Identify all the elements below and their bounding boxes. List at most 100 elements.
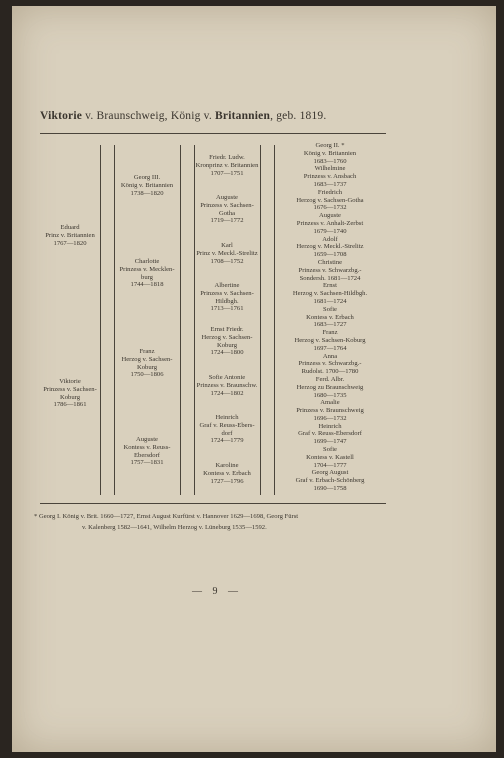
ancestor-dates: 1680—1735 bbox=[313, 391, 347, 399]
ancestor-name: Eduard bbox=[60, 224, 80, 231]
ancestor-title: Gotha bbox=[218, 209, 236, 217]
ancestor-karoline: Karoline Kontess v. Erbach 1727—1796 bbox=[194, 462, 260, 485]
ancestor-name: Karl bbox=[221, 242, 233, 249]
ancestor-dates: 1786—1861 bbox=[53, 401, 87, 409]
ancestor-name: Ernst bbox=[323, 282, 337, 290]
ancestor-title: Prinzess v. Braunschw. bbox=[196, 381, 258, 389]
ancestor-name: Sofie bbox=[323, 446, 337, 454]
ancestor-name: Christine bbox=[317, 258, 343, 266]
ancestor-title: König v. Britannien bbox=[303, 149, 357, 157]
ancestor-title: Hildbgh. bbox=[215, 297, 239, 305]
table-top-rule bbox=[40, 133, 386, 134]
ancestor-title: Prinz v. Britannien bbox=[45, 231, 95, 239]
ancestor-franz: Franz Herzog v. Sachsen- Koburg 1750—180… bbox=[114, 348, 180, 379]
ancestor-title: Herzog v. Sachsen-Koburg bbox=[294, 336, 366, 344]
ancestor-title: Kontess v. Erbach bbox=[203, 469, 251, 477]
ancestor-name: Karoline bbox=[215, 462, 239, 469]
ancestor-title: Koburg bbox=[59, 393, 81, 401]
ancestor-title: Graf v. Reuss-Ebersdorf bbox=[298, 430, 362, 438]
ancestor-dates: 1697—1764 bbox=[313, 344, 347, 352]
ancestor-name: Heinrich bbox=[215, 414, 239, 421]
ancestor-dates: 1767—1820 bbox=[53, 239, 87, 247]
ancestor-title: Prinzess v. Anhalt-Zerbst bbox=[296, 219, 364, 227]
ancestor-name: Charlotte bbox=[134, 258, 160, 265]
ancestor-dates: 1690—1758 bbox=[313, 485, 347, 493]
ancestor-title: Herzog zu Braunschweig bbox=[296, 383, 364, 391]
ancestor-name: Anna bbox=[322, 352, 338, 360]
ancestor-dates: 1713—1761 bbox=[210, 305, 244, 313]
ancestor-dates: 1683—1760 bbox=[313, 157, 347, 165]
ancestor-dates: 1707—1751 bbox=[210, 169, 244, 177]
ancestor-dates: 1679—1740 bbox=[313, 227, 347, 235]
ancestor-title: Graf v. Reuss-Ebers- bbox=[199, 421, 255, 429]
ancestor-sofie-antonie: Sofie Antonie Prinzess v. Braunschw. 172… bbox=[194, 374, 260, 397]
ancestor-title: König v. Britannien bbox=[120, 181, 174, 189]
ancestor-dates: Rudolst. 1700—1780 bbox=[301, 368, 359, 376]
generation4-column: Georg II. * König v. Britannien 1683—176… bbox=[274, 142, 386, 493]
ancestor-name: Sofie bbox=[323, 305, 337, 313]
ancestor-name: Georg III. bbox=[133, 174, 161, 181]
ancestor-name: Wilhelmine bbox=[314, 165, 346, 173]
ancestor-title: Herzog v. Sachsen-Gotha bbox=[296, 196, 364, 204]
ancestor-name: Friedrich bbox=[317, 188, 343, 196]
ancestor-dates: 1704—1777 bbox=[313, 461, 347, 469]
ancestor-albertine: Albertine Prinzess v. Sachsen- Hildbgh. … bbox=[194, 282, 260, 313]
ancestor-title: Prinz v. Meckl.-Strelitz bbox=[196, 249, 258, 257]
ancestor-dates: 1727—1796 bbox=[210, 477, 244, 485]
ancestor-heinrich-reuss: Heinrich Graf v. Reuss-Ebers- dorf 1724—… bbox=[194, 414, 260, 445]
ancestor-title: Prinzess v. Schwarzbg.- bbox=[298, 266, 362, 274]
ancestor-title: Prinzess v. Sachsen- bbox=[200, 201, 254, 209]
ancestor-title: Kontess v. Reuss- bbox=[123, 443, 171, 451]
ancestor-name: Franz bbox=[139, 348, 155, 355]
ancestor-name: Georg August bbox=[311, 469, 349, 477]
ancestor-title: Prinzess v. Ansbach bbox=[303, 173, 357, 181]
ancestor-georg-iii: Georg III. König v. Britannien 1738—1820 bbox=[114, 174, 180, 197]
ancestor-name: Georg II. * bbox=[315, 142, 345, 149]
ancestor-name: Viktorie bbox=[59, 378, 81, 385]
ancestor-title: Herzog v. Sachsen- bbox=[121, 355, 173, 363]
ancestor-dates: 1757—1831 bbox=[130, 459, 164, 467]
page-number: — 9 — bbox=[192, 586, 242, 597]
title-text-2: , geb. 1819. bbox=[270, 110, 327, 122]
ancestor-title: Kontess v. Kastell bbox=[306, 453, 354, 461]
ancestor-title: Koburg bbox=[216, 341, 238, 349]
column-divider-1 bbox=[100, 145, 101, 495]
ancestor-auguste-reuss: Auguste Kontess v. Reuss- Ebersdorf 1757… bbox=[114, 436, 180, 467]
ancestor-title: Graf v. Erbach-Schönberg bbox=[295, 477, 365, 485]
ancestor-dates: 1738—1820 bbox=[130, 189, 164, 197]
ancestor-title: Herzog v. Sachsen- bbox=[201, 333, 253, 341]
ancestor-name: Sofie Antonie bbox=[208, 374, 246, 381]
ancestor-title: burg bbox=[141, 273, 153, 281]
ancestor-name: Adolf bbox=[322, 235, 338, 243]
ancestor-name: Ferd. Albr. bbox=[315, 375, 345, 383]
page-title: Viktorie v. Braunschweig, König v. Brita… bbox=[40, 110, 326, 122]
ancestor-dates: Sondersh. 1681—1724 bbox=[299, 274, 361, 282]
title-name-britannien: Britannien bbox=[215, 110, 271, 122]
ancestor-title: dorf bbox=[221, 429, 233, 437]
ancestor-title: Prinzess v. Schwarzbg.- bbox=[298, 360, 362, 368]
column-divider-4 bbox=[194, 145, 195, 495]
column-divider-2 bbox=[114, 145, 115, 495]
ancestor-name: Albertine bbox=[214, 282, 240, 289]
ancestor-name: Friedr. Ludw. bbox=[209, 154, 245, 161]
footnote: * Georg I. König v. Brit. 1660—1727, Ern… bbox=[34, 511, 298, 533]
footnote-line-2: v. Kalenberg 1582—1641, Wilhelm Herzog v… bbox=[82, 524, 267, 531]
table-bottom-rule bbox=[40, 503, 386, 504]
ancestor-title: Koburg bbox=[136, 363, 158, 371]
ancestor-title: Kronprinz v. Britannien bbox=[195, 161, 259, 169]
ancestor-dates: 1683—1727 bbox=[313, 321, 347, 329]
ancestor-name: Auguste bbox=[136, 436, 158, 443]
ancestor-eduard: Eduard Prinz v. Britannien 1767—1820 bbox=[40, 224, 100, 247]
title-name-viktorie: Viktorie bbox=[40, 110, 83, 122]
ancestor-auguste-gotha: Auguste Prinzess v. Sachsen- Gotha 1719—… bbox=[194, 194, 260, 225]
ancestor-ernst-friedr: Ernst Friedr. Herzog v. Sachsen- Koburg … bbox=[194, 326, 260, 357]
ancestor-title: Prinzess v. Sachsen- bbox=[200, 289, 254, 297]
ancestor-title: Prinzess v. Braunschweig bbox=[296, 407, 364, 415]
ancestor-name: Franz bbox=[322, 329, 338, 337]
ancestor-dates: 1719—1772 bbox=[210, 217, 244, 225]
ancestor-viktorie: Viktorie Prinzess v. Sachsen- Koburg 178… bbox=[40, 378, 100, 409]
ancestor-dates: 1696—1732 bbox=[313, 414, 347, 422]
ancestor-title: Prinzess v. Sachsen- bbox=[43, 385, 97, 393]
ancestor-dates: 1724—1800 bbox=[210, 349, 244, 357]
ancestor-dates: 1724—1802 bbox=[210, 389, 244, 397]
